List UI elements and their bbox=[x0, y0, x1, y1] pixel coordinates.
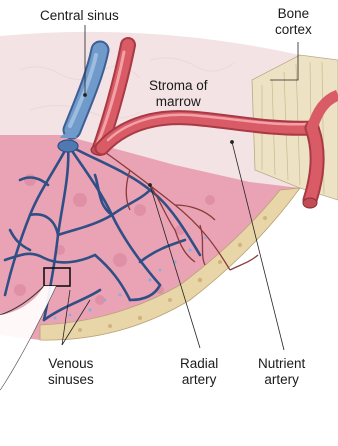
label-central-sinus: Central sinus bbox=[40, 8, 119, 24]
label-stroma-of-marrow: Stroma of marrow bbox=[149, 78, 208, 110]
label-radial-artery: Radial artery bbox=[180, 356, 218, 388]
label-bone-cortex: Bone cortex bbox=[275, 6, 312, 38]
label-venous-sinuses: Venous sinuses bbox=[48, 356, 94, 388]
label-nutrient-artery: Nutrient artery bbox=[258, 356, 305, 388]
